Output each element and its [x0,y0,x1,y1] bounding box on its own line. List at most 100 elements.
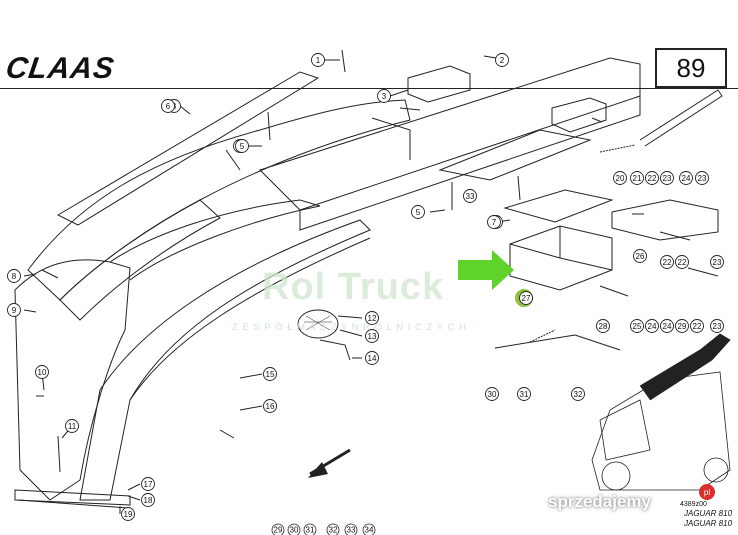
header-divider [0,88,655,89]
direction-arrow-head [308,462,328,478]
callout-33: 33 [463,189,477,203]
callout-9: 9 [7,303,21,317]
svg-text:13: 13 [368,332,377,341]
callout-group: 1233455567891011121314151617181920212222… [7,53,724,535]
cover-plate-6 [56,71,320,226]
svg-text:7: 7 [492,218,497,227]
header-divider-right [655,88,738,89]
svg-text:16: 16 [266,402,275,411]
svg-text:23: 23 [713,258,722,267]
svg-text:32: 32 [329,526,338,535]
highlight-arrow [458,250,514,290]
svg-text:29: 29 [678,322,687,331]
callout-5: 5 [235,139,249,153]
svg-text:25: 25 [633,322,642,331]
svg-text:23: 23 [713,322,722,331]
callout-8: 8 [7,269,21,283]
bottom-ref-32: 32 [326,523,340,535]
callout-6: 6 [161,99,175,113]
bracket-25 [611,199,719,241]
svg-text:19: 19 [124,510,133,519]
callout-24: 24 [679,171,693,185]
svg-text:27: 27 [522,294,531,303]
svg-text:22: 22 [678,258,687,267]
bolt-lines [36,49,719,473]
svg-text:5: 5 [416,208,421,217]
callout-27: 27 [519,291,533,305]
svg-text:33: 33 [466,192,475,201]
fender-panel-9 [14,259,131,501]
model-label: JAGUAR 810 [684,509,733,518]
callout-11: 11 [65,419,79,433]
watermark-subtitle: Z E S P Ó Ł M A S Z Y N R O L N I C Z Y … [232,322,467,333]
document-code: 4389z00 [680,501,707,508]
callout-31: 31 [517,387,531,401]
svg-text:8: 8 [12,272,17,281]
svg-text:22: 22 [648,174,657,183]
callout-21: 21 [630,171,644,185]
callout-23: 23 [710,255,724,269]
svg-text:31: 31 [520,390,529,399]
callout-19: 19 [121,507,135,521]
svg-text:33: 33 [347,526,356,535]
svg-text:5: 5 [240,142,245,151]
bottom-ref-33: 33 [344,523,358,535]
svg-text:26: 26 [636,252,645,261]
svg-text:29: 29 [274,526,283,535]
svg-text:34: 34 [365,526,374,535]
callout-12: 12 [365,311,379,325]
callout-1: 1 [311,53,325,67]
page-number: 89 [655,48,727,88]
callout-13: 13 [365,329,379,343]
svg-text:24: 24 [682,174,691,183]
callout-15: 15 [263,367,277,381]
svg-text:28: 28 [599,322,608,331]
spring-20 [599,144,636,153]
bracket-3-top [407,65,471,103]
callout-14: 14 [365,351,379,365]
svg-text:10: 10 [38,368,47,377]
bottom-ref-31: 31 [303,523,317,535]
callout-20: 20 [613,171,627,185]
watermark-title: Rol Truck [262,266,445,308]
plate-33 [438,129,592,181]
upper-beam-side [299,96,641,231]
bottom-ref-29: 29 [271,523,285,535]
svg-text:18: 18 [144,496,153,505]
callout-5: 5 [411,205,425,219]
svg-text:24: 24 [663,322,672,331]
spring-assembly [529,329,556,343]
svg-text:17: 17 [144,480,153,489]
svg-text:6: 6 [166,102,171,111]
rod-29 [494,334,576,349]
bottom-ref-30: 30 [287,523,301,535]
callout-29: 29 [675,319,689,333]
svg-text:32: 32 [574,390,583,399]
callout-32: 32 [571,387,585,401]
svg-text:9: 9 [12,306,17,315]
strip-19 [14,489,131,506]
callout-25: 25 [630,319,644,333]
rod-21 [639,89,723,147]
svg-text:21: 21 [633,174,642,183]
grille-12 [297,309,339,339]
fender-inner-15 [79,219,371,501]
bracket-3-lower [551,97,607,133]
callout-26: 26 [633,249,647,263]
callout-23: 23 [660,171,674,185]
callout-22: 22 [645,171,659,185]
svg-text:30: 30 [290,526,299,535]
callout-22: 22 [690,319,704,333]
svg-text:31: 31 [306,526,315,535]
svg-text:12: 12 [368,314,377,323]
callout-30: 30 [485,387,499,401]
site-watermark: sprzedajemy [548,492,651,511]
callout-2: 2 [495,53,509,67]
svg-text:23: 23 [698,174,707,183]
svg-text:14: 14 [368,354,377,363]
callout-3: 3 [377,89,391,103]
svg-text:20: 20 [616,174,625,183]
svg-text:15: 15 [266,370,275,379]
